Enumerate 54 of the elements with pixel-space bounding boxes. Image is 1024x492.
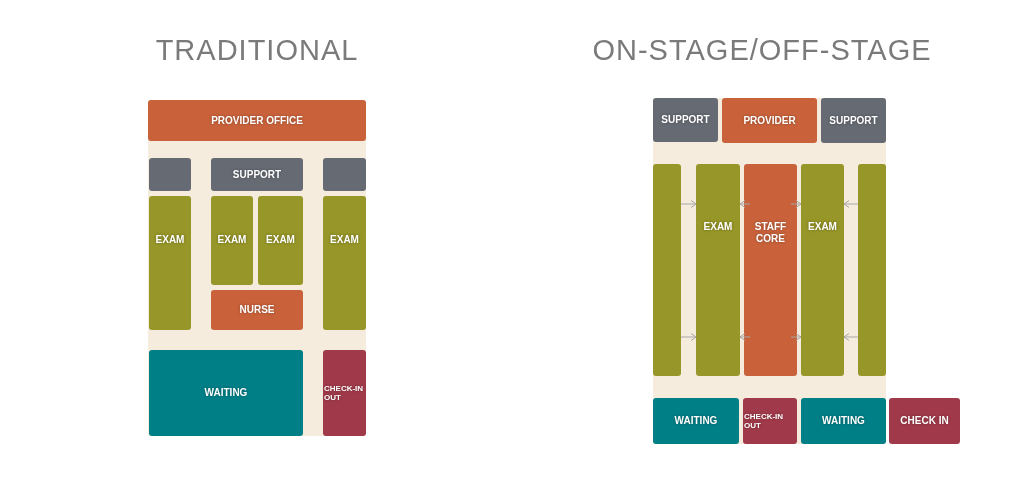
- room-label: PROVIDER OFFICE: [210, 114, 304, 127]
- room-label: WAITING: [673, 415, 719, 427]
- floor-plan-area: [148, 100, 366, 436]
- room-block: [801, 164, 844, 376]
- room-block: [889, 398, 960, 444]
- door-arrow: [739, 200, 751, 208]
- room-label: STAFF CORE: [753, 221, 788, 244]
- room-block: [722, 98, 817, 143]
- room-block: [821, 98, 886, 143]
- room-block: [211, 158, 303, 191]
- door-arrow: [843, 200, 859, 208]
- room-label: CHECK-IN OUT: [324, 383, 365, 403]
- room-block: [258, 196, 303, 285]
- room-label: CHECK IN: [899, 415, 950, 427]
- room-label: WAITING: [821, 415, 866, 427]
- room-block: [149, 196, 191, 330]
- room-block: [743, 398, 797, 444]
- room-label: EXAM: [702, 221, 734, 233]
- room-block: [149, 350, 303, 436]
- room-label: WAITING: [203, 387, 249, 399]
- heading: ON-STAGE/OFF-STAGE: [592, 33, 932, 67]
- room-label: NURSE: [238, 304, 276, 316]
- floor-plan-area: [653, 98, 886, 444]
- room-block: [323, 196, 366, 330]
- room-block: [696, 164, 740, 376]
- door-arrow: [843, 333, 859, 341]
- room-block: [211, 196, 253, 285]
- heading: TRADITIONAL: [155, 33, 359, 67]
- room-label: EXAM: [265, 234, 296, 246]
- room-block: [653, 398, 739, 444]
- room-block: [323, 158, 366, 191]
- door-arrow: [790, 333, 802, 341]
- room-label: CHECK-IN OUT: [744, 411, 785, 431]
- room-block: [323, 350, 366, 436]
- room-block: [148, 100, 366, 141]
- room-label: EXAM: [154, 234, 186, 246]
- room-label: EXAM: [329, 234, 360, 246]
- room-label: EXAM: [807, 221, 838, 233]
- room-block: [149, 158, 191, 191]
- door-arrow: [790, 200, 802, 208]
- room-label: SUPPORT: [828, 114, 879, 127]
- door-arrow: [680, 200, 697, 208]
- door-arrow: [680, 333, 697, 341]
- room-block: [211, 290, 303, 330]
- door-arrow: [739, 333, 751, 341]
- room-label: SUPPORT: [231, 168, 283, 181]
- room-block: [744, 164, 797, 376]
- room-block: [858, 164, 886, 376]
- room-block: [801, 398, 886, 444]
- room-label: PROVIDER: [742, 114, 797, 127]
- room-label: SUPPORT: [660, 114, 711, 126]
- room-block: [653, 164, 681, 376]
- room-block: [653, 98, 718, 142]
- room-label: EXAM: [216, 234, 248, 246]
